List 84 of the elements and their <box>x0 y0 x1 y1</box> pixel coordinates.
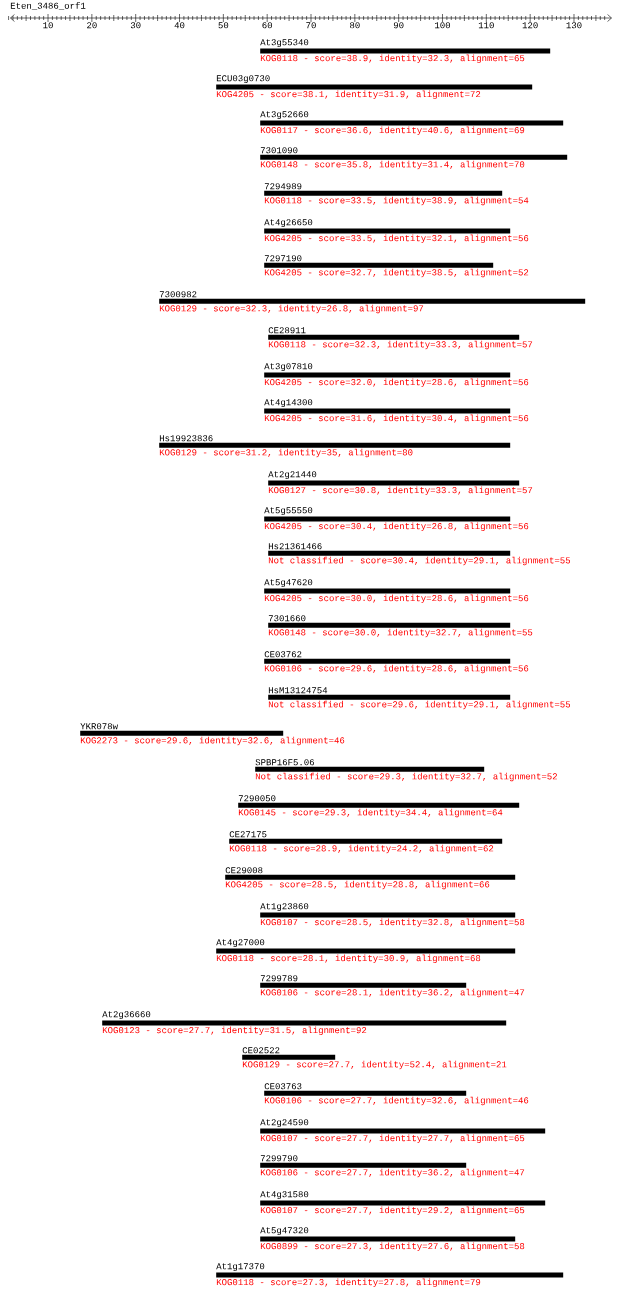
sequence-id: At5g47320 <box>260 1227 309 1236</box>
hit-description: KOG4205 - score=32.7, identity=38.5, alignment=52 <box>264 268 529 278</box>
sequence-id: At3g07810 <box>264 363 313 372</box>
sequence-id: Hs19923836 <box>159 435 213 442</box>
tick-label: 100 <box>435 22 451 29</box>
tick-label: 70 <box>306 22 316 29</box>
hit-description: KOG0106 - score=29.6, identity=28.6, alignment=56 <box>264 664 529 674</box>
sequence-id: At2g21440 <box>268 471 317 480</box>
hit-description: KOG0148 - score=35.8, identity=31.4, alignment=70 <box>260 160 525 170</box>
hit-description: KOG0123 - score=27.7, identity=31.5, alignment=92 <box>102 1026 367 1035</box>
sequence-id: At4g31580 <box>260 1191 309 1200</box>
hit-description: KOG0899 - score=27.3, identity=27.6, alignment=58 <box>260 1242 525 1251</box>
sequence-id: 7299789 <box>260 975 298 982</box>
sequence-id: 7301090 <box>260 147 298 154</box>
sequence-id: At4g14300 <box>264 399 313 408</box>
hit-description: Not classified - score=29.3, identity=32.7, alignment=52 <box>255 772 557 782</box>
hit-description: KOG0106 - score=27.7, identity=32.6, alignment=46 <box>264 1096 529 1106</box>
sequence-id: CE03763 <box>264 1083 302 1090</box>
sequence-id: HsM13124754 <box>268 687 328 694</box>
hit-description: KOG0129 - score=31.2, identity=35, alignment=80 <box>159 448 413 458</box>
sequence-id: 7297190 <box>264 255 302 262</box>
sequence-id: SPBP16F5.06 <box>255 759 314 766</box>
tick-label: 10 <box>43 22 53 29</box>
hit-description: Not classified - score=30.4, identity=29.1, alignment=55 <box>268 556 570 566</box>
hit-description: KOG0118 - score=28.1, identity=30.9, alignment=68 <box>216 954 481 963</box>
hit-description: KOG0118 - score=38.9, identity=32.3, alignment=65 <box>260 54 525 63</box>
hit-description: KOG0118 - score=33.5, identity=38.9, alignment=54 <box>264 196 529 206</box>
hit-description: KOG0117 - score=36.6, identity=40.6, alignment=69 <box>260 126 525 135</box>
sequence-id: CE27175 <box>229 831 267 838</box>
sequence-id: YKR078w <box>80 723 118 730</box>
sequence-id: At3g55340 <box>260 39 309 48</box>
sequence-id: Hs21361466 <box>268 543 322 550</box>
hit-description: KOG0127 - score=30.8, identity=33.3, alignment=57 <box>268 486 533 495</box>
hit-description: KOG4205 - score=31.6, identity=30.4, alignment=56 <box>264 414 529 423</box>
hit-description: KOG0107 - score=27.7, identity=29.2, alignment=65 <box>260 1206 525 1215</box>
tick-label: 30 <box>130 22 141 29</box>
sequence-id: At1g23860 <box>260 903 309 912</box>
sequence-id: At1g17370 <box>216 1263 265 1272</box>
hit-description: KOG4205 - score=32.0, identity=28.6, alignment=56 <box>264 378 529 387</box>
sequence-id: At2g24590 <box>260 1119 309 1128</box>
sequence-id: At4g26650 <box>264 219 313 228</box>
tick-label: 80 <box>350 22 360 29</box>
hit-description: Not classified - score=29.6, identity=29.1, alignment=55 <box>268 700 570 710</box>
hit-description: KOG4205 - score=38.1, identity=31.9, alignment=72 <box>216 90 481 99</box>
sequence-id: CE29008 <box>225 867 263 874</box>
hit-description: KOG4205 - score=30.0, identity=28.6, alignment=56 <box>264 594 529 603</box>
hit-description: KOG0107 - score=28.5, identity=32.8, alignment=58 <box>260 918 525 927</box>
hit-description: KOG4205 - score=28.5, identity=28.8, alignment=66 <box>225 880 490 890</box>
hit-description: KOG0145 - score=29.3, identity=34.4, alignment=64 <box>238 808 503 818</box>
tick-label: 120 <box>522 22 538 29</box>
sequence-id: CE28911 <box>268 327 306 334</box>
hit-description: KOG0106 - score=27.7, identity=36.2, alignment=47 <box>260 1168 525 1178</box>
sequence-id: At5g47620 <box>264 579 313 588</box>
tick-label: 60 <box>262 22 272 29</box>
sequence-id: 7290050 <box>238 795 276 802</box>
hit-description: KOG4205 - score=30.4, identity=26.8, alignment=56 <box>264 522 529 531</box>
sequence-id: 7299790 <box>260 1155 298 1162</box>
hit-description: KOG0118 - score=32.3, identity=33.3, alignment=57 <box>268 340 533 350</box>
sequence-id: ECU03g0730 <box>216 75 270 84</box>
tick-label: 40 <box>174 22 185 29</box>
sequence-title: Eten_3486_orf1 <box>10 2 86 10</box>
hit-description: KOG0129 - score=27.7, identity=52.4, alignment=21 <box>242 1060 507 1070</box>
hit-description: KOG0118 - score=27.3, identity=27.8, alignment=79 <box>216 1278 481 1287</box>
hit-description: KOG4205 - score=33.5, identity=32.1, alignment=56 <box>264 234 529 243</box>
tick-label: 50 <box>218 22 229 29</box>
hit-description: KOG2273 - score=29.6, identity=32.6, alignment=46 <box>80 736 345 746</box>
sequence-id: 7301660 <box>268 615 306 622</box>
tick-label: 110 <box>478 22 494 29</box>
hit-description: KOG0106 - score=28.1, identity=36.2, alignment=47 <box>260 988 525 998</box>
sequence-id: At4g27000 <box>216 939 265 948</box>
hit-description: KOG0107 - score=27.7, identity=27.7, alignment=65 <box>260 1134 525 1143</box>
tick-label: 130 <box>566 22 582 29</box>
sequence-id: At5g55550 <box>264 507 313 516</box>
hit-description: KOG0118 - score=28.9, identity=24.2, alignment=62 <box>229 844 494 854</box>
sequence-id: At2g36660 <box>102 1011 151 1020</box>
sequence-id: 7300982 <box>159 291 197 298</box>
hit-description: KOG0148 - score=30.0, identity=32.7, alignment=55 <box>268 628 533 638</box>
sequence-id: CE02522 <box>242 1047 280 1054</box>
tick-label: 90 <box>393 22 404 29</box>
sequence-id: 7294989 <box>264 183 302 190</box>
sequence-id: CE03762 <box>264 651 302 658</box>
sequence-id: At3g52660 <box>260 111 309 120</box>
tick-label: 20 <box>87 22 97 29</box>
hit-description: KOG0129 - score=32.3, identity=26.8, alignment=97 <box>159 304 424 314</box>
